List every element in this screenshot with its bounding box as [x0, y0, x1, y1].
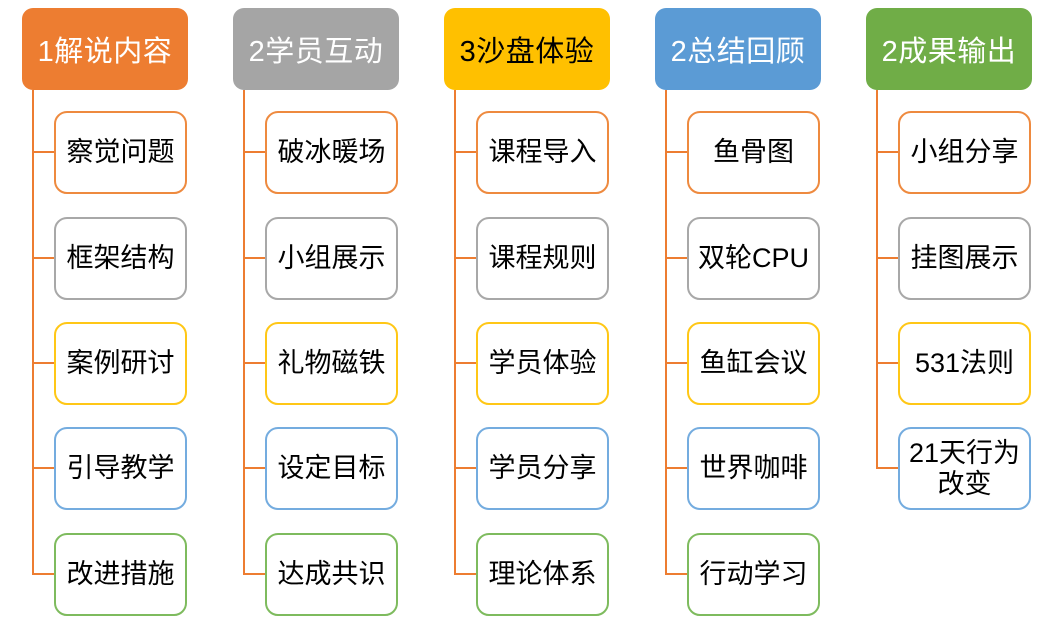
diagram-column-1: 1解说内容 察觉问题 框架结构 案例研讨 引导教学 改进措施 [22, 0, 188, 629]
connector-branch [454, 573, 476, 575]
step-label: 框架结构 [66, 243, 175, 274]
column-3-header-label: 3沙盘体验 [459, 36, 595, 68]
column-1-header-label: 1解说内容 [37, 36, 173, 68]
step-label: 鱼骨图 [713, 137, 794, 168]
connector-branch [454, 151, 476, 153]
step-node: 小组展示 [265, 217, 398, 300]
connector-branch [454, 362, 476, 364]
step-node: 课程规则 [476, 217, 609, 300]
step-label: 引导教学 [66, 453, 175, 484]
connector-line [243, 90, 245, 575]
step-node: 531法则 [898, 322, 1031, 405]
step-node: 课程导入 [476, 111, 609, 194]
diagram-column-2: 2学员互动 破冰暖场 小组展示 礼物磁铁 设定目标 达成共识 [233, 0, 399, 629]
step-node: 框架结构 [54, 217, 187, 300]
step-node: 小组分享 [898, 111, 1031, 194]
step-label: 学员分享 [488, 453, 597, 484]
step-label: 21天行为 改变 [908, 438, 1021, 499]
step-label: 破冰暖场 [277, 137, 386, 168]
column-5-header-label: 2成果输出 [881, 36, 1017, 68]
connector-line [32, 90, 34, 575]
connector-branch [454, 257, 476, 259]
connector-line [876, 90, 878, 469]
connector-branch [876, 467, 898, 469]
connector-branch [32, 257, 54, 259]
diagram-column-3: 3沙盘体验 课程导入 课程规则 学员体验 学员分享 理论体系 [444, 0, 610, 629]
connector-branch [32, 362, 54, 364]
step-label: 双轮CPU [697, 243, 809, 274]
connector-branch [32, 467, 54, 469]
step-label: 设定目标 [277, 453, 386, 484]
step-node: 设定目标 [265, 427, 398, 510]
step-label: 小组展示 [277, 243, 386, 274]
step-node: 世界咖啡 [687, 427, 820, 510]
step-node: 改进措施 [54, 533, 187, 616]
connector-branch [876, 151, 898, 153]
step-node: 挂图展示 [898, 217, 1031, 300]
step-label: 礼物磁铁 [277, 348, 386, 379]
diagram-column-5: 2成果输出 小组分享 挂图展示 531法则 21天行为 改变 [866, 0, 1032, 629]
step-label: 挂图展示 [910, 243, 1019, 274]
diagram-column-4: 2总结回顾 鱼骨图 双轮CPU 鱼缸会议 世界咖啡 行动学习 [655, 0, 821, 629]
connector-branch [32, 151, 54, 153]
step-label: 课程导入 [488, 137, 597, 168]
step-node: 察觉问题 [54, 111, 187, 194]
step-node: 鱼缸会议 [687, 322, 820, 405]
column-1-header: 1解说内容 [22, 8, 188, 90]
step-label: 改进措施 [66, 559, 175, 590]
step-node: 破冰暖场 [265, 111, 398, 194]
connector-branch [665, 467, 687, 469]
step-node: 引导教学 [54, 427, 187, 510]
connector-line [665, 90, 667, 575]
step-label: 察觉问题 [66, 137, 175, 168]
step-label: 课程规则 [488, 243, 597, 274]
connector-branch [243, 467, 265, 469]
step-label: 学员体验 [488, 348, 597, 379]
connector-branch [243, 362, 265, 364]
connector-line [454, 90, 456, 575]
column-4-header: 2总结回顾 [655, 8, 821, 90]
step-node: 双轮CPU [687, 217, 820, 300]
connector-branch [665, 362, 687, 364]
step-node: 学员体验 [476, 322, 609, 405]
step-label: 理论体系 [488, 559, 597, 590]
column-2-header: 2学员互动 [233, 8, 399, 90]
step-node: 学员分享 [476, 427, 609, 510]
connector-branch [243, 573, 265, 575]
connector-branch [243, 151, 265, 153]
step-node: 21天行为 改变 [898, 427, 1031, 510]
column-2-header-label: 2学员互动 [248, 36, 384, 68]
step-node: 礼物磁铁 [265, 322, 398, 405]
connector-branch [876, 362, 898, 364]
connector-branch [454, 467, 476, 469]
step-label: 531法则 [914, 348, 1015, 379]
connector-branch [665, 151, 687, 153]
column-4-header-label: 2总结回顾 [670, 36, 806, 68]
column-5-header: 2成果输出 [866, 8, 1032, 90]
step-label: 小组分享 [910, 137, 1019, 168]
connector-branch [665, 257, 687, 259]
step-label: 行动学习 [699, 559, 808, 590]
connector-branch [665, 573, 687, 575]
step-node: 鱼骨图 [687, 111, 820, 194]
step-node: 行动学习 [687, 533, 820, 616]
step-node: 达成共识 [265, 533, 398, 616]
step-label: 案例研讨 [66, 348, 175, 379]
step-label: 达成共识 [277, 559, 386, 590]
step-node: 案例研讨 [54, 322, 187, 405]
connector-branch [876, 257, 898, 259]
step-label: 鱼缸会议 [699, 348, 808, 379]
column-3-header: 3沙盘体验 [444, 8, 610, 90]
connector-branch [243, 257, 265, 259]
step-node: 理论体系 [476, 533, 609, 616]
step-label: 世界咖啡 [699, 453, 808, 484]
connector-branch [32, 573, 54, 575]
